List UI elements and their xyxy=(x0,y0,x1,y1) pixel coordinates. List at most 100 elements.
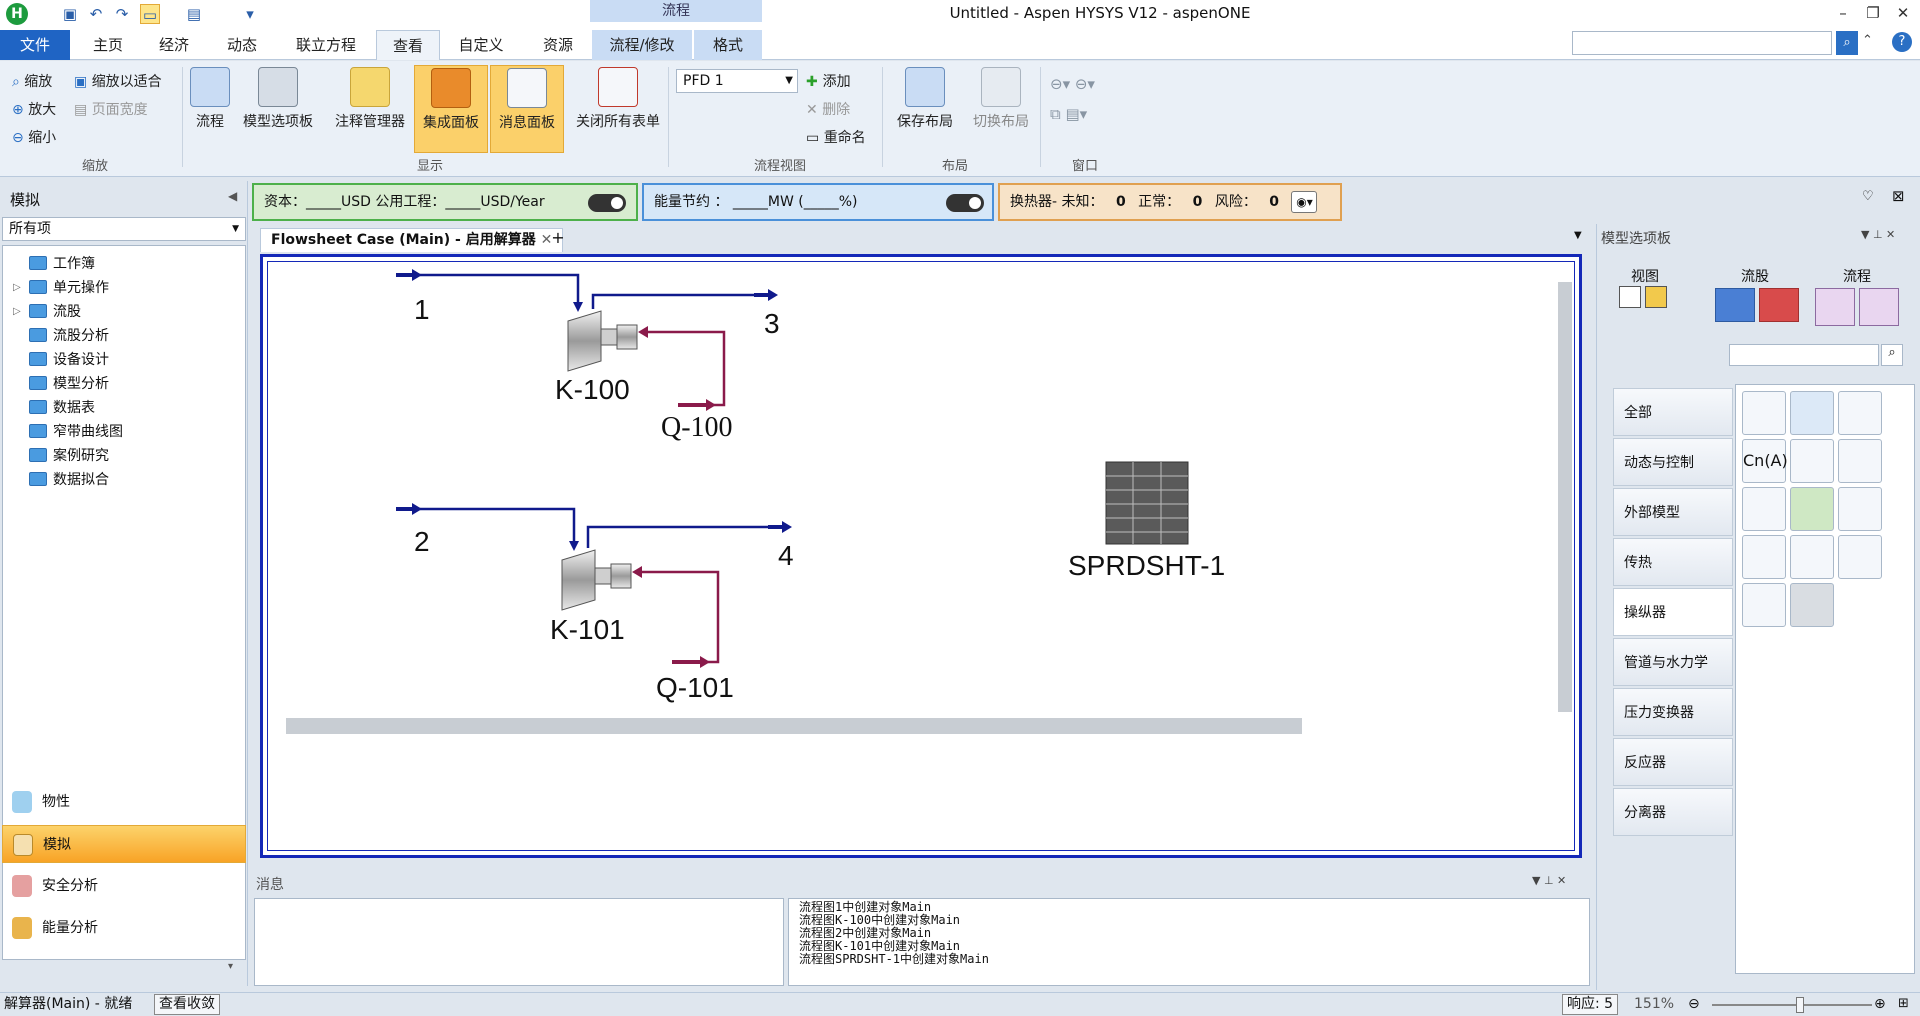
tree-item-strip-charts[interactable]: 窄带曲线图 xyxy=(29,420,123,444)
palette-category-separators[interactable]: 分离器 xyxy=(1613,788,1733,836)
energy-stream-icon[interactable] xyxy=(1759,288,1799,322)
search-icon[interactable]: ⌕ xyxy=(1836,31,1858,55)
horizontal-scrollbar[interactable] xyxy=(286,718,1302,734)
expand-icon[interactable]: ▷ xyxy=(13,306,21,317)
panel-options-icon[interactable]: ♡ xyxy=(1862,189,1874,204)
tree-item-equipment-design[interactable]: 设备设计 xyxy=(29,348,109,372)
rename-view-button[interactable]: ▭ 重命名 xyxy=(806,130,866,146)
stream-label-3[interactable]: 3 xyxy=(764,308,780,339)
collapse-ribbon-icon[interactable]: ⌃ xyxy=(1862,33,1873,48)
close-tab-icon[interactable]: ✕ xyxy=(540,232,553,248)
set-icon[interactable] xyxy=(1838,439,1882,483)
minimize-icon[interactable]: – xyxy=(1839,4,1847,22)
help-icon[interactable]: ? xyxy=(1892,32,1912,52)
add-tab-icon[interactable]: + xyxy=(551,228,565,247)
energy-stream-q100[interactable] xyxy=(638,326,726,411)
energy-label-q100[interactable]: Q-100 xyxy=(661,412,733,443)
tree-item-workbook[interactable]: 工作簿 xyxy=(29,252,95,276)
vertical-scrollbar[interactable] xyxy=(1558,282,1572,712)
icon-view-icon[interactable] xyxy=(1645,286,1667,308)
flowsheet-canvas[interactable]: 1 3 K-100 Q-100 2 4 K-101 Q-101 SPRDSHT-… xyxy=(267,261,1575,851)
pfd-select[interactable]: PFD 1▼ xyxy=(676,69,798,93)
adjust-icon[interactable] xyxy=(1742,391,1786,435)
stream-1[interactable] xyxy=(396,269,583,312)
search-icon[interactable]: ⌕ xyxy=(1881,344,1903,366)
tee-icon[interactable] xyxy=(1742,583,1786,627)
tab-economics[interactable]: 经济 xyxy=(158,36,189,54)
valve-icon[interactable] xyxy=(1790,583,1834,627)
energy-toggle[interactable] xyxy=(946,194,984,212)
page-width-button[interactable]: ▤ 页面宽度 xyxy=(74,102,148,118)
save-icon[interactable]: ▣ xyxy=(62,5,78,23)
palette-controls-icon[interactable]: ▼ ⊥ ✕ xyxy=(1861,228,1896,241)
cn-icon[interactable]: Cn(A) xyxy=(1742,439,1788,483)
stream-label-1[interactable]: 1 xyxy=(414,294,430,325)
material-stream-icon[interactable] xyxy=(1715,288,1755,322)
zoom-out-button[interactable]: ⊖ 缩小 xyxy=(12,130,57,146)
zoom-slider[interactable] xyxy=(1712,1004,1872,1006)
stream-4[interactable] xyxy=(586,521,792,548)
palette-category-all[interactable]: 全部 xyxy=(1613,388,1733,436)
tree-item-streams[interactable]: ▷流股 xyxy=(13,300,81,324)
stream-label-2[interactable]: 2 xyxy=(414,526,430,557)
palette-category-pressure[interactable]: 压力变换器 xyxy=(1613,688,1733,736)
stream-3[interactable] xyxy=(591,289,778,309)
nav-safety-analysis[interactable]: 安全分析 xyxy=(2,867,246,905)
back-icon[interactable]: ⊖▾ ⊖▾ xyxy=(1050,75,1095,93)
tree-item-stream-analysis[interactable]: 流股分析 xyxy=(29,324,109,348)
switch-layout-button[interactable]: 切换布局 xyxy=(966,67,1036,131)
tab-list-icon[interactable]: ▼ xyxy=(1574,230,1582,241)
stream-label-4[interactable]: 4 xyxy=(778,540,794,571)
panel-close-icon[interactable]: ⊠ xyxy=(1892,187,1905,205)
message-panel-button[interactable]: 消息面板 xyxy=(490,65,564,153)
sub-flowsheet-icon[interactable] xyxy=(1815,288,1855,326)
mixer-icon[interactable] xyxy=(1838,535,1882,579)
exchanger-dropdown-icon[interactable]: ◉▾ xyxy=(1291,191,1318,213)
splitter-icon[interactable] xyxy=(1742,487,1786,531)
integrated-panel-button[interactable]: 集成面板 xyxy=(414,65,488,153)
zoom-slider-handle[interactable] xyxy=(1796,997,1804,1013)
nav-more-icon[interactable]: ▾ xyxy=(228,961,234,972)
note-manager-button[interactable]: 注释管理器 xyxy=(328,67,412,131)
tree-item-case-studies[interactable]: 案例研究 xyxy=(29,444,109,468)
collapse-left-icon[interactable]: ◀ xyxy=(228,189,238,203)
app-icon[interactable]: H xyxy=(6,3,28,25)
unit-label-k101[interactable]: K-101 xyxy=(550,614,625,645)
user-op-icon[interactable] xyxy=(1790,487,1834,531)
tab-file[interactable]: 文件 xyxy=(0,30,70,60)
new-icon[interactable]: ▭ xyxy=(140,4,160,24)
message-log[interactable]: 流程图1中创建对象Main 流程图K-100中创建对象Main 流程图2中创建对… xyxy=(788,898,1590,986)
tab-equations[interactable]: 联立方程 xyxy=(295,36,356,54)
customize-quick-access-icon[interactable]: ▾ xyxy=(246,5,254,23)
palette-category-external[interactable]: 外部模型 xyxy=(1613,488,1733,536)
zoom-in-button[interactable]: ⊕ 放大 xyxy=(12,102,57,118)
tab-view[interactable]: 查看 xyxy=(376,30,440,60)
help-search-input[interactable] xyxy=(1572,31,1832,55)
redo-icon[interactable]: ↷ xyxy=(115,5,129,23)
open-icon[interactable]: ▤ xyxy=(186,5,202,23)
compressor-k100[interactable] xyxy=(567,310,638,372)
fit-window-icon[interactable]: ⊞ xyxy=(1898,996,1909,1011)
restore-icon[interactable]: ❐ xyxy=(1866,4,1880,22)
tab-resources[interactable]: 资源 xyxy=(542,36,573,54)
tab-customize[interactable]: 自定义 xyxy=(458,36,504,54)
close-icon[interactable]: ✕ xyxy=(1896,4,1910,22)
energy-stream-q101[interactable] xyxy=(632,566,720,668)
flowsheet-document-tab[interactable]: Flowsheet Case (Main) - 启用解算器 ✕ xyxy=(260,228,564,252)
close-all-forms-button[interactable]: 关闭所有表单 xyxy=(570,67,666,131)
stream-2[interactable] xyxy=(396,503,579,551)
eo-sub-flowsheet-icon[interactable] xyxy=(1859,288,1899,326)
zoom-out-icon[interactable]: ⊖ xyxy=(1688,996,1700,1012)
spreadsheet-label[interactable]: SPRDSHT-1 xyxy=(1068,550,1226,581)
energy-label-q101[interactable]: Q-101 xyxy=(656,672,734,703)
drop-icon[interactable] xyxy=(1790,535,1834,579)
tab-flowsheet-modify[interactable]: 流程/修改 xyxy=(592,30,692,60)
tab-format[interactable]: 格式 xyxy=(694,30,762,60)
capital-toggle[interactable] xyxy=(588,194,626,212)
view-convergence-button[interactable]: 查看收敛 xyxy=(154,994,220,1015)
palette-search-input[interactable] xyxy=(1729,344,1879,366)
save-layout-button[interactable]: 保存布局 xyxy=(890,67,960,131)
tab-dynamics[interactable]: 动态 xyxy=(226,36,257,54)
window-arrange-icon[interactable]: ⧉ ▤▾ xyxy=(1050,105,1088,123)
zoom-button[interactable]: ⌕ 缩放 xyxy=(12,74,53,90)
